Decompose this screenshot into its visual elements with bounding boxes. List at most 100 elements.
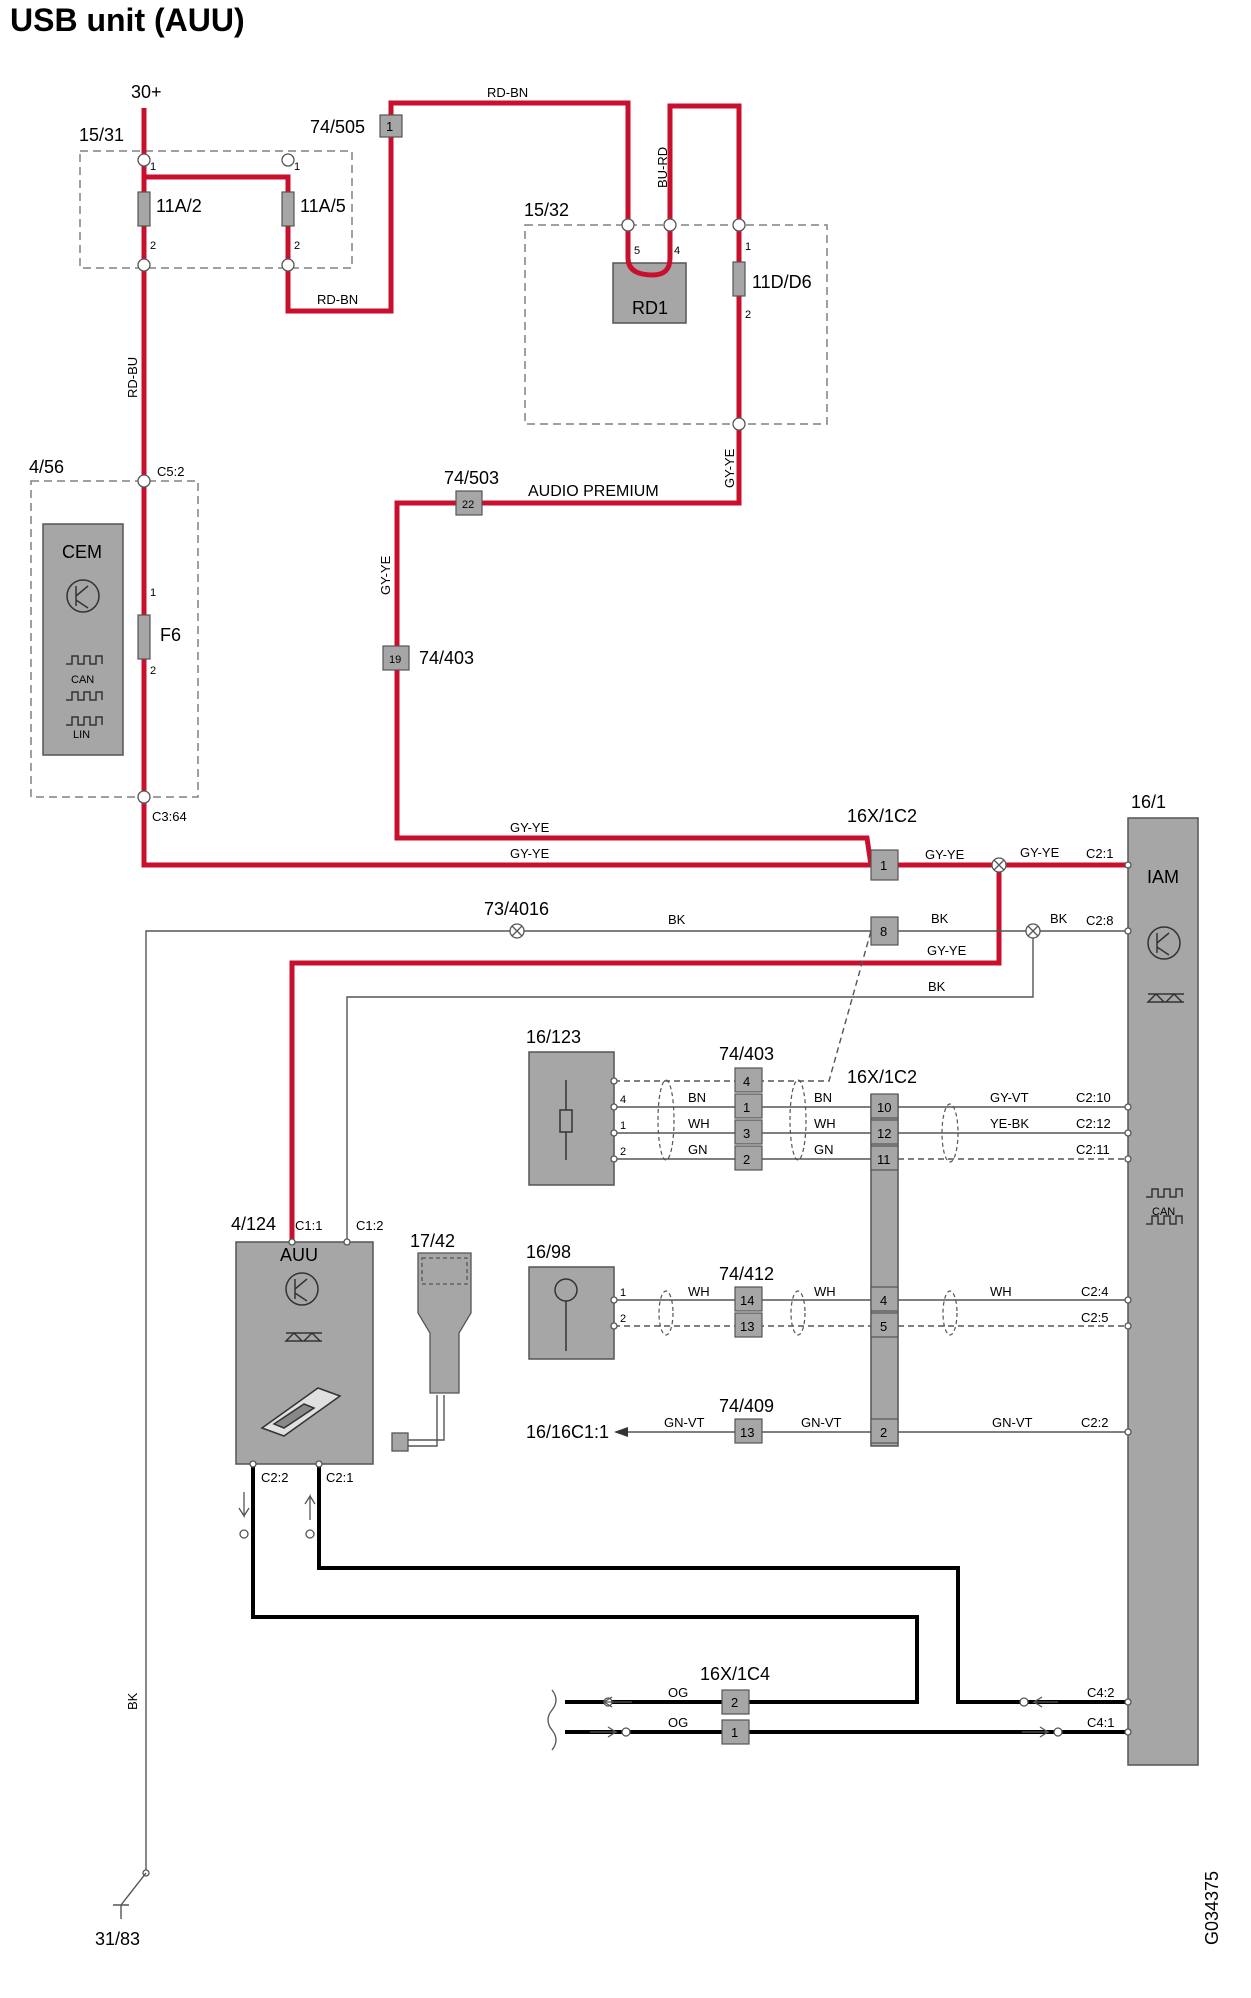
label-ground-31-83: 31/83 [95,1929,140,1949]
label-relay-pin-5: 5 [634,245,640,257]
label-pin-1-top: 1 [880,858,887,873]
label-relay-pin-4: 4 [674,245,680,257]
label-audio-premium: AUDIO PREMIUM [528,483,659,500]
usb-socket-17-42 [391,1252,472,1452]
label-pin-fuse-2a: 2 [150,240,156,252]
lin-icon [66,716,103,726]
bus-ends [238,1492,1063,1751]
label-pin-4-mic: 4 [880,1293,887,1308]
fuse-f6-body [137,614,151,660]
shield-ellipses [657,1079,959,1336]
label-pin-13-mic: 13 [740,1319,754,1334]
wire-fuse-bridge [144,174,291,265]
label-wire-wh-1: WH [688,1116,710,1131]
label-conn-74-412: 74/412 [719,1264,774,1284]
label-pin-c4-2: C4:2 [1087,1685,1114,1700]
label-wire-bu-rd: BU-RD [655,147,670,188]
label-wire-gn-1: GN [688,1142,708,1157]
diode-icon-iam [1146,992,1184,1003]
label-wire-gy-ye-vertical: GY-YE [722,448,737,488]
wire-relay-loop [625,103,742,278]
label-pin-f6-1: 1 [150,587,156,599]
label-cem-box: 4/56 [29,457,64,477]
label-pin-c2-4: C2:4 [1081,1284,1108,1299]
auu-block [235,1241,374,1465]
label-lin: LIN [73,729,90,741]
label-wire-og-1: OG [668,1685,688,1700]
label-c22-auu: C2:2 [261,1470,288,1485]
label-fusebox-15-31: 15/31 [79,125,124,145]
label-usb-17-42: 17/42 [410,1231,455,1251]
label-wire-gy-ye-left: GY-YE [378,555,393,595]
wire-bk-auu [346,931,1034,1242]
wire-og-c22 [251,1464,919,1704]
label-wire-bk-2: BK [931,911,949,926]
wire-shield-1 [614,930,872,1082]
label-pin-11: 11 [877,1152,891,1167]
page-title: USB unit (AUU) [10,2,245,38]
label-wire-wh-mic-1: WH [688,1284,710,1299]
label-wire-wh-mic-2: WH [814,1284,836,1299]
wire-rd-bn-11a5-out [285,100,631,314]
microphone-icon [554,1278,578,1351]
label-pin-2-og: 2 [731,1695,738,1710]
label-wire-gn-vt-2: GN-VT [801,1415,842,1430]
nodes [137,153,1132,1877]
wire-gy-ye-auu [289,865,1002,1242]
wire-bk-ground [145,930,871,1873]
label-wire-og-2: OG [668,1715,688,1730]
label-auu: AUU [280,1245,318,1265]
diode-icon-auu [284,1331,322,1342]
label-conn-74-409: 74/409 [719,1396,774,1416]
label-pin-14: 14 [740,1293,754,1308]
label-iam-box: 16/1 [1131,792,1166,812]
splice-73-4016 [509,923,525,939]
fusebox-15-31 [79,150,353,269]
label-c21-auu: C2:1 [326,1470,353,1485]
label-c11: C1:1 [295,1218,322,1233]
label-pin-c2-11: C2:11 [1076,1142,1110,1157]
label-mic-pin-2: 2 [620,1313,626,1325]
label-pin-11d-2: 2 [745,309,751,321]
label-pin-12: 12 [877,1126,891,1141]
label-pin-c2-1: C2:1 [1086,846,1113,861]
label-conn-74-505: 74/505 [310,117,365,137]
iam-block [1127,817,1199,1766]
dashed-wires [614,930,1128,1327]
label-pin-1-og: 1 [731,1725,738,1740]
label-wire-gy-vt: GY-VT [990,1090,1029,1105]
label-relay-rd1: RD1 [632,298,668,318]
label-auu-box: 4/124 [231,1214,276,1234]
label-pin-3-jack: 3 [743,1126,750,1141]
fuse-11a5-body [281,191,295,227]
signal-wires [145,930,1128,1873]
text-labels: 30+ 15/31 11A/2 11A/5 74/505 1 RD-BN RD-… [29,82,1222,1949]
label-mic-16-98: 16/98 [526,1242,571,1262]
label-pin-2-jack: 2 [743,1152,750,1167]
jack-plug-icon [559,1080,573,1160]
ground-symbol [113,1872,147,1919]
can-icon-iam [1146,1188,1183,1225]
label-splice-73-4016: 73/4016 [484,899,549,919]
label-jack-pin-4: 4 [620,1094,626,1106]
label-wire-bn-2: BN [814,1090,832,1105]
fuses [137,191,746,660]
label-wire-gn-vt-3: GN-VT [992,1415,1033,1430]
label-conn-74-403-a: 74/403 [419,648,474,668]
label-pin-fuse-1b: 1 [294,161,300,173]
label-wire-wh-2: WH [814,1116,836,1131]
splices [509,857,1041,939]
label-wire-rd-bn-top: RD-BN [487,85,528,100]
wire-og-c21 [317,1464,1128,1704]
label-pin-74-403: 19 [389,654,401,666]
label-pin-5-mic: 5 [880,1319,887,1334]
label-cem: CEM [62,542,102,562]
label-relay-box-15-32: 15/32 [524,200,569,220]
label-wire-gy-ye-2: GY-YE [510,846,550,861]
label-pin-10: 10 [877,1100,891,1115]
label-wire-gy-ye-5: GY-YE [927,943,967,958]
label-wire-bn-1: BN [688,1090,706,1105]
label-conn-74-403-b: 74/403 [719,1044,774,1064]
label-figure-id: G034375 [1202,1871,1222,1945]
cem-box-4-56 [30,480,199,798]
